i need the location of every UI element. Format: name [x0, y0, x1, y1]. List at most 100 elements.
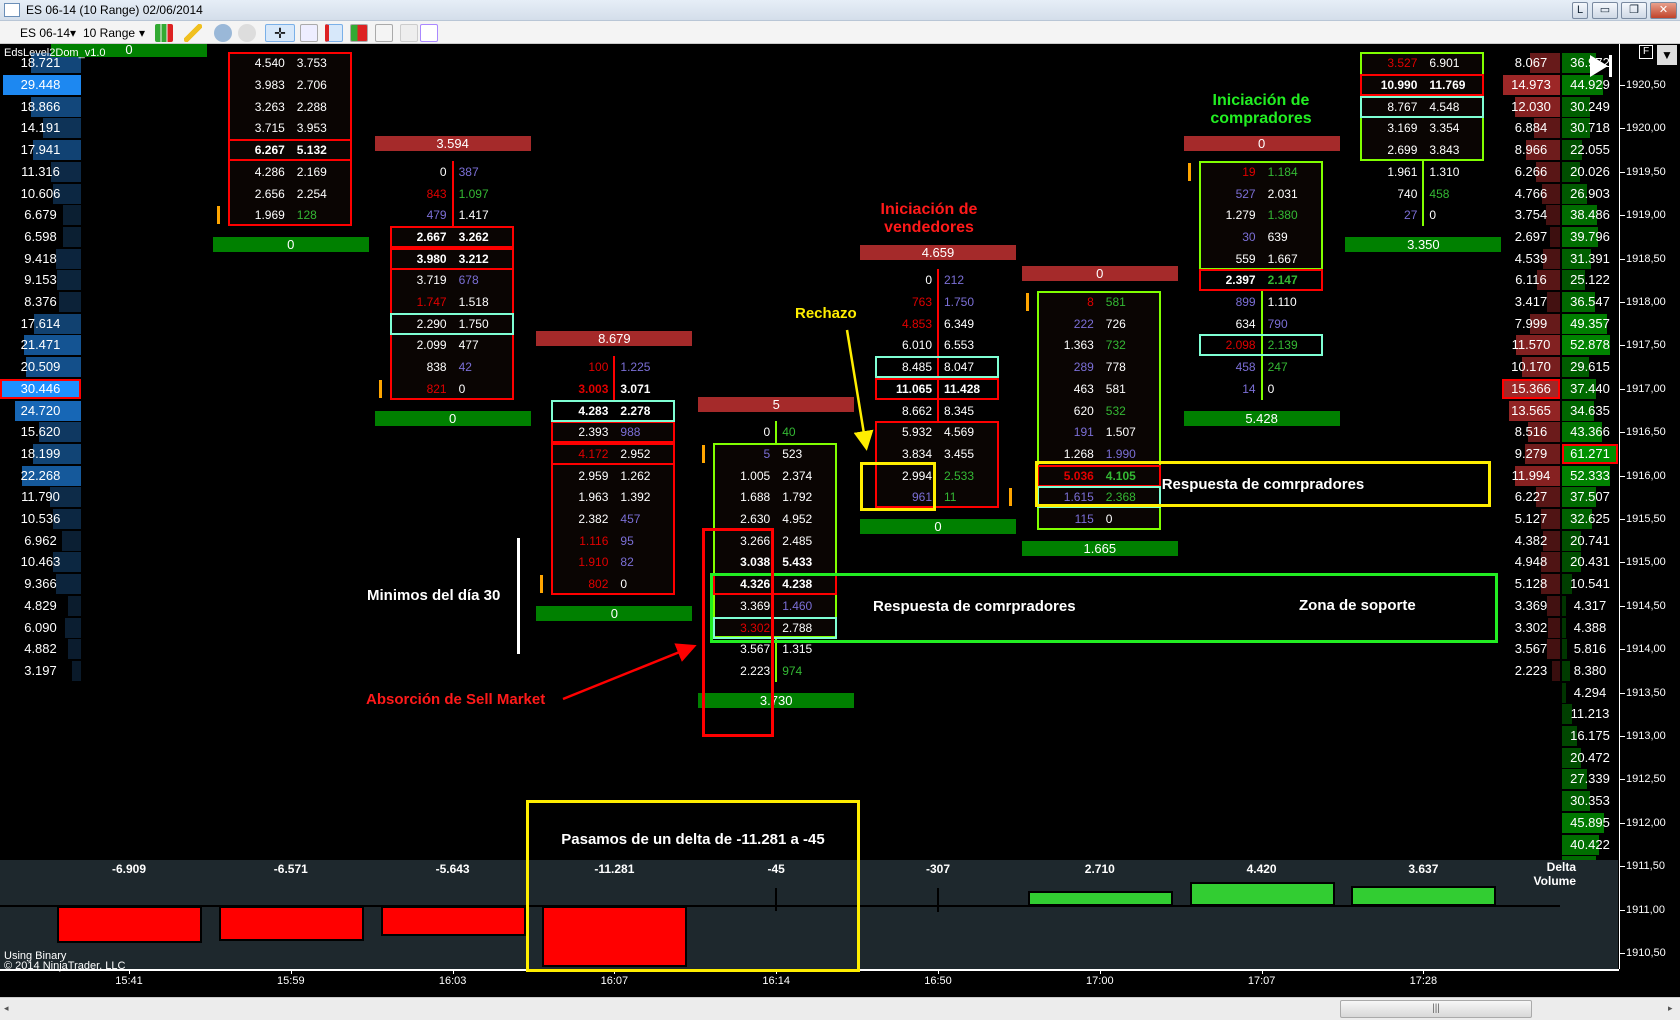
ask-depth-value: 11.570: [1511, 337, 1551, 353]
bid-volume: 2.667: [416, 229, 447, 244]
f-button[interactable]: F: [1639, 45, 1653, 59]
interval-dropdown-icon[interactable]: ▾: [139, 26, 146, 40]
price-tick: [1620, 432, 1625, 434]
positive-delta-bar: [1351, 886, 1497, 906]
column-top-total: 0: [1021, 266, 1178, 282]
ask-volume: 1.792: [782, 490, 813, 505]
ask-volume: 790: [1267, 316, 1288, 331]
drawing-tools-pencil-icon[interactable]: [184, 24, 202, 42]
delta-value-label: -11.281: [594, 862, 635, 876]
time-axis-label: 16:50: [924, 975, 952, 987]
ask-volume: 4.952: [782, 512, 813, 526]
ask-volume: 2.706: [296, 78, 327, 92]
scroll-right-icon[interactable]: ▸: [1668, 1003, 1673, 1013]
bid-depth-value: 31.391: [1570, 250, 1610, 266]
bid-volume: 1.615: [1063, 490, 1094, 505]
ask-volume: 3.953: [296, 121, 327, 136]
bid-volume: 3.003: [578, 381, 609, 396]
bid-depth-bar: [63, 205, 81, 226]
data-series-icon[interactable]: [325, 24, 343, 42]
ask-depth-bar: [1509, 400, 1560, 421]
ask-volume: 2.031: [1267, 186, 1298, 201]
bid-depth-bar: [26, 357, 81, 378]
bid-depth-value: 18.866: [20, 98, 61, 114]
bid-volume: 222: [1073, 316, 1094, 331]
bid-volume: 8.662: [901, 403, 932, 418]
ask-volume: 6.553: [944, 338, 975, 353]
price-label: 1913,00: [1626, 730, 1666, 742]
bid-depth-bar: [1562, 660, 1570, 681]
ask-volume: 40: [782, 425, 796, 440]
bid-depth-value: 6.679: [24, 207, 57, 223]
indicators-icon[interactable]: [350, 24, 368, 42]
bid-depth-value: 9.153: [24, 272, 57, 288]
bid-volume: 1.279: [1225, 208, 1256, 223]
ask-volume: 523: [782, 446, 803, 461]
ask-volume: 0: [620, 577, 628, 592]
link-button[interactable]: L: [1572, 2, 1588, 19]
ask-depth-bar: [1536, 161, 1560, 182]
bid-depth-bar: [62, 530, 81, 551]
bid-depth-bar: [31, 96, 81, 117]
absorption-note: Absorción de Sell Market: [366, 691, 546, 708]
close-button[interactable]: ✕: [1650, 2, 1677, 19]
bid-depth-value: 11.790: [21, 489, 60, 505]
ask-depth-value: 9.279: [1514, 445, 1548, 461]
footprint-box-lime: [1036, 291, 1161, 530]
bid-depth-value: 18.721: [20, 55, 61, 71]
bid-volume: 6.010: [901, 338, 932, 353]
negative-delta-bar: [775, 888, 778, 911]
bid-depth-value: 11.213: [1570, 706, 1610, 722]
bid-depth-bar: [68, 639, 81, 660]
price-label: 1919,00: [1626, 209, 1666, 222]
ask-volume: 11.769: [1429, 78, 1466, 92]
restore-button[interactable]: ❐: [1621, 2, 1647, 19]
instrument-selector[interactable]: ES 06-14: [20, 26, 71, 40]
bid-volume: 3.263: [254, 99, 285, 114]
scrollbar-thumb[interactable]: |||: [1340, 1000, 1532, 1018]
bid-volume: 30: [1242, 229, 1256, 244]
dollar-icon[interactable]: [400, 24, 418, 42]
minimize-button[interactable]: ▭: [1592, 2, 1618, 19]
crosshair-icon[interactable]: ✛: [265, 24, 295, 42]
chart-style-icon[interactable]: [155, 24, 173, 42]
bid-depth-bar: [1562, 270, 1585, 291]
chevron-down-icon[interactable]: ▼: [1657, 45, 1677, 65]
time-tick: [1261, 969, 1263, 974]
zoom-in-icon[interactable]: [214, 24, 232, 42]
properties-icon[interactable]: [420, 24, 438, 42]
bid-depth-bar: [33, 140, 81, 161]
candle-wick: [775, 421, 778, 444]
ask-volume: 1.310: [1429, 164, 1460, 179]
buyers-response-note-2: Respuesta de comrpradores: [873, 598, 1076, 615]
scroll-to-end-icon[interactable]: [1590, 55, 1608, 77]
ask-volume: 2.952: [620, 446, 651, 461]
zoom-out-icon[interactable]: [238, 24, 256, 42]
ask-depth-value: 7.999: [1514, 315, 1548, 331]
price-label: 1917,00: [1626, 382, 1666, 395]
candle-wick: [937, 269, 939, 422]
time-tick: [1423, 969, 1425, 974]
interval-selector[interactable]: 10 Range: [83, 26, 136, 40]
column-bottom-total: 3.730: [698, 692, 855, 708]
ask-depth-bar: [1541, 552, 1560, 573]
negative-delta-bar: [57, 906, 202, 944]
instrument-dropdown-icon[interactable]: ▾: [70, 26, 77, 40]
horizontal-scrollbar[interactable]: ◂ ||| ▸: [0, 997, 1680, 1020]
ask-volume: 1.184: [1267, 164, 1298, 179]
bid-depth-value: 36.547: [1570, 294, 1610, 309]
support-zone-box: Respuesta de comrpradores Zona de soport…: [710, 573, 1498, 643]
footprint-box-cyan: [1360, 95, 1485, 118]
ask-volume: 212: [944, 273, 965, 288]
scroll-left-icon[interactable]: ◂: [4, 1003, 9, 1013]
bid-depth-value: 8.376: [24, 294, 57, 309]
bid-volume: 843: [426, 186, 447, 201]
strategies-icon[interactable]: [375, 24, 393, 42]
bid-depth-bar: [1562, 552, 1581, 573]
magnifier-icon[interactable]: [300, 24, 318, 42]
bid-volume: 2.699: [1387, 143, 1418, 158]
ask-volume: 2.139: [1267, 338, 1298, 353]
ask-volume: 4.569: [944, 425, 975, 440]
bid-depth-value: 29.448: [20, 77, 61, 92]
